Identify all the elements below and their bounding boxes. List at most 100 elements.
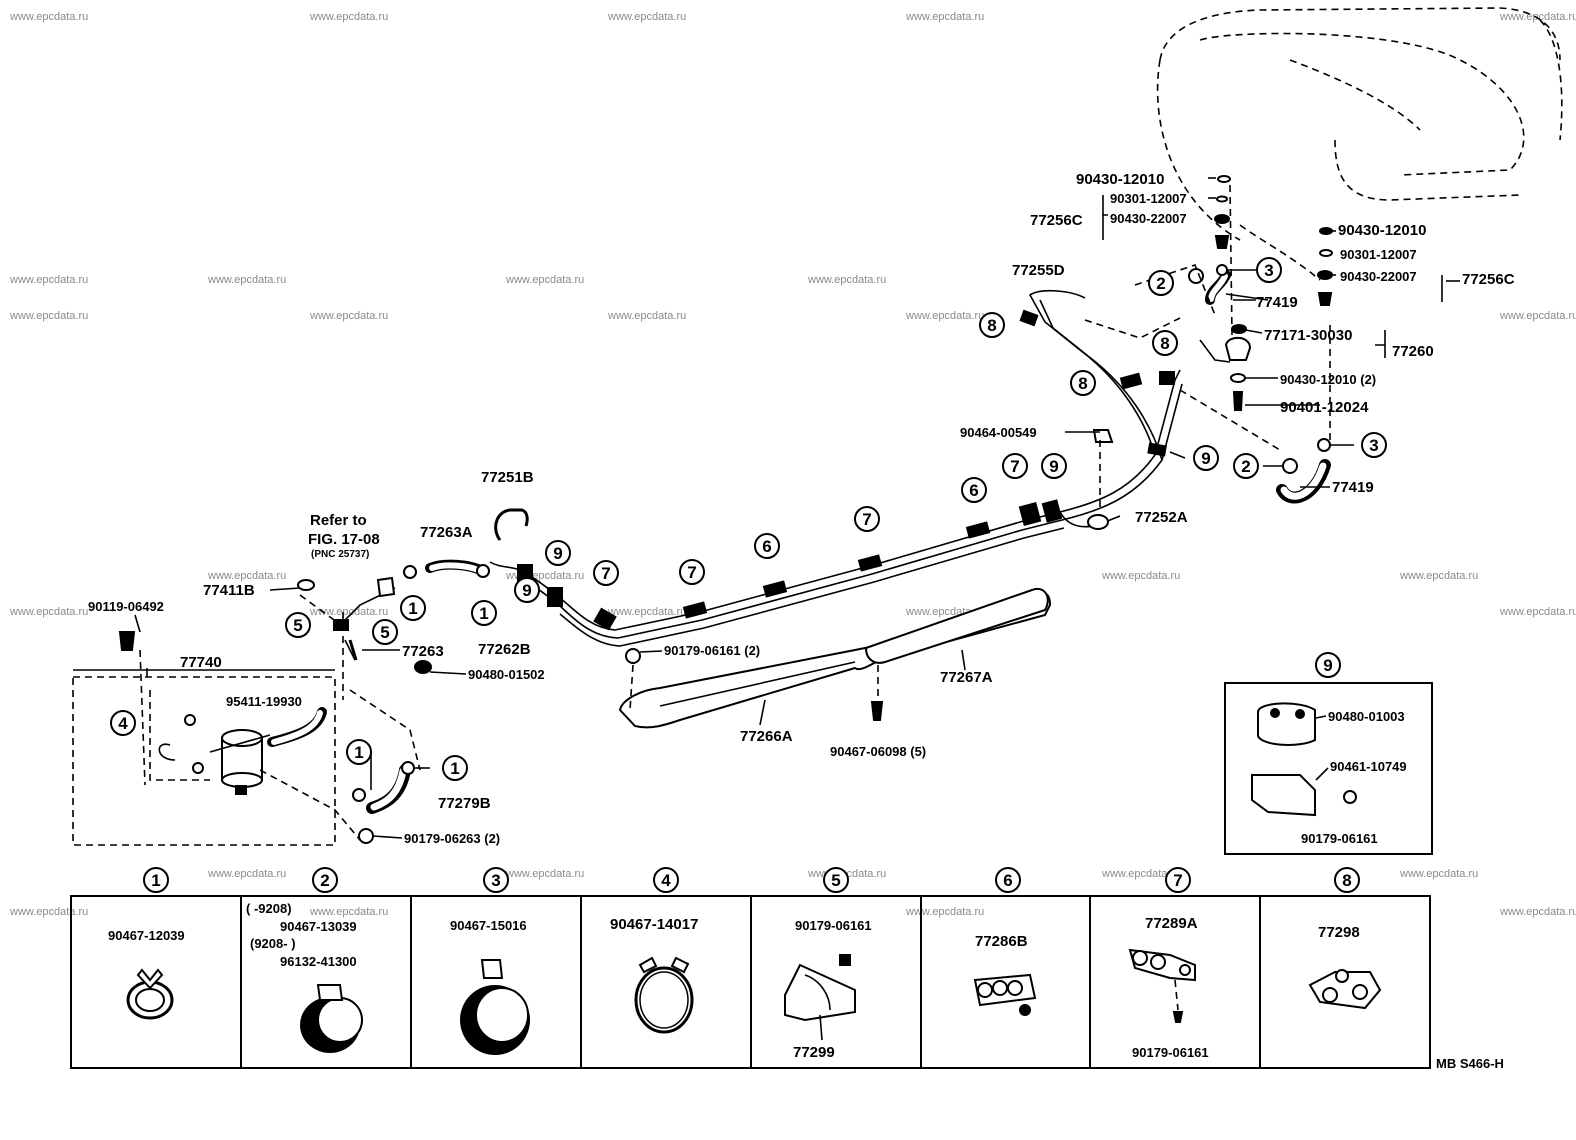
callout-6: 6 [961,477,987,503]
watermark: www.epcdata.ru [309,606,388,618]
gasket-90430-12010 [1230,373,1246,383]
protector-77267a [864,587,1049,664]
part-label-90480-01003: 90480-01003 [1328,709,1405,724]
part-label-77263: 77263 [402,643,444,660]
part-label-90467-06098: 90467-06098 (5) [830,744,926,759]
callouts: 3 2 8 8 8 9 3 2 7 9 6 7 6 7 7 9 9 1 1 5 … [110,257,1387,790]
clamp-2 [1188,268,1204,284]
clip-3 [1216,264,1228,276]
callout-1: 1 [442,755,468,781]
watermark: www.epcdata.ru [1499,606,1576,618]
clip-90464-00549 [1092,429,1114,443]
gasket-90430-12010 [1217,175,1231,183]
part-label-90430-22007: 90430-22007 [1340,269,1417,284]
callout-9: 9 [1041,453,1067,479]
clamp-7-illustration [1128,948,1196,1023]
fuel-tank-outline [1156,7,1563,241]
callout-5: 5 [372,619,398,645]
watermark: www.epcdata.ru [1101,570,1180,582]
grommet-77411b [297,579,315,591]
clamp-4-illustration [634,956,694,1034]
svg-text:1: 1 [151,871,160,890]
svg-text:3: 3 [491,871,500,890]
part-label-77267a: 77267A [940,669,993,686]
clamp-90461-10749 [1251,774,1316,817]
bolt-90119-06492 [118,631,136,651]
svg-text:5: 5 [293,616,302,635]
part-labels: 90430-12010 90301-12007 77256C 90430-220… [88,171,1515,846]
watermark: www.epcdata.ru [1499,906,1576,918]
svg-text:9: 9 [1201,449,1210,468]
legend-header-6: 6 [995,867,1021,893]
part-label-90464-00549: 90464-00549 [960,425,1037,440]
watermark: www.epcdata.ru [309,310,388,322]
watermark: www.epcdata.ru [9,906,88,918]
part-label-90480-01502: 90480-01502 [468,667,545,682]
watermark: www.epcdata.ru [505,274,584,286]
watermark: www.epcdata.ru [9,310,88,322]
legend-header-4: 4 [653,867,679,893]
callout-8: 8 [1070,370,1096,396]
svg-text:7: 7 [601,564,610,583]
legend-cell-5-part1: 90179-06161 [795,918,872,933]
svg-text:4: 4 [118,714,128,733]
svg-text:7: 7 [1173,871,1182,890]
part-label-90179-06161-2: 90179-06161 (2) [664,643,760,658]
svg-text:8: 8 [987,316,996,335]
callout-4: 4 [110,710,136,736]
svg-text:2: 2 [320,871,329,890]
clamp-1 [352,788,366,802]
legend-cell-2-part1: 90467-13039 [280,919,357,934]
clamp-7 [593,607,617,631]
svg-text:6: 6 [1003,871,1012,890]
svg-text:5: 5 [380,623,389,642]
clamp-1 [403,565,417,579]
watermark: www.epcdata.ru [607,310,686,322]
callout-2: 2 [1148,270,1174,296]
fuel-union-77260 [1224,336,1252,361]
clamp-5 [376,576,396,598]
watermark: www.epcdata.ru [207,868,286,880]
legend-header-8: 8 [1334,867,1360,893]
svg-text:7: 7 [687,563,696,582]
part-label-90119-06492: 90119-06492 [88,599,164,614]
svg-text:9: 9 [522,581,531,600]
svg-text:1: 1 [408,599,417,618]
svg-text:8: 8 [1078,374,1087,393]
callout-7: 7 [1002,453,1028,479]
part-label-77252a: 77252A [1135,509,1188,526]
legend-table: 1 2 3 4 5 6 7 8 90467-12039 ( -9208) 904… [70,867,1504,1071]
bolt-90401-12024 [1232,391,1244,411]
callout-8: 8 [1152,330,1178,356]
legend-cell-7-part2: 90179-06161 [1132,1045,1209,1060]
watermark: www.epcdata.ru [309,906,388,918]
grommet-90480-01502 [414,660,432,674]
watermark: www.epcdata.ru [1499,11,1576,23]
watermark: www.epcdata.ru [1499,310,1576,322]
callout-7: 7 [593,560,619,586]
part-label-95411-19930: 95411-19930 [226,694,302,709]
cushion-90480-01003 [1257,702,1316,746]
diagram-code: MB S466-H [1436,1056,1504,1071]
part-label-77263a: 77263A [420,524,473,541]
part-77252a-fitting [1087,514,1109,530]
reference-note-line1: Refer to [310,512,367,529]
watermark: www.epcdata.ru [9,274,88,286]
part-label-90179-06161: 90179-06161 [1301,831,1378,846]
svg-text:5: 5 [831,871,840,890]
part-label-90301-12007: 90301-12007 [1110,191,1187,206]
svg-text:8: 8 [1160,334,1169,353]
watermark: www.epcdata.ru [207,274,286,286]
clamp-1-illustration [126,968,174,1020]
clamp-6-illustration [973,973,1037,1016]
legend-cell-7-part1: 77289A [1145,915,1198,932]
legend-header-1: 1 [143,867,169,893]
legend-cell-3-part: 90467-15016 [450,918,527,933]
clamp-8 [1019,309,1039,327]
watermark: www.epcdata.ru [309,11,388,23]
nut-90179-06161 [625,648,641,664]
clamp-3-illustration [460,959,530,1055]
callout-5: 5 [285,612,311,638]
legend-header-5: 5 [823,867,849,893]
